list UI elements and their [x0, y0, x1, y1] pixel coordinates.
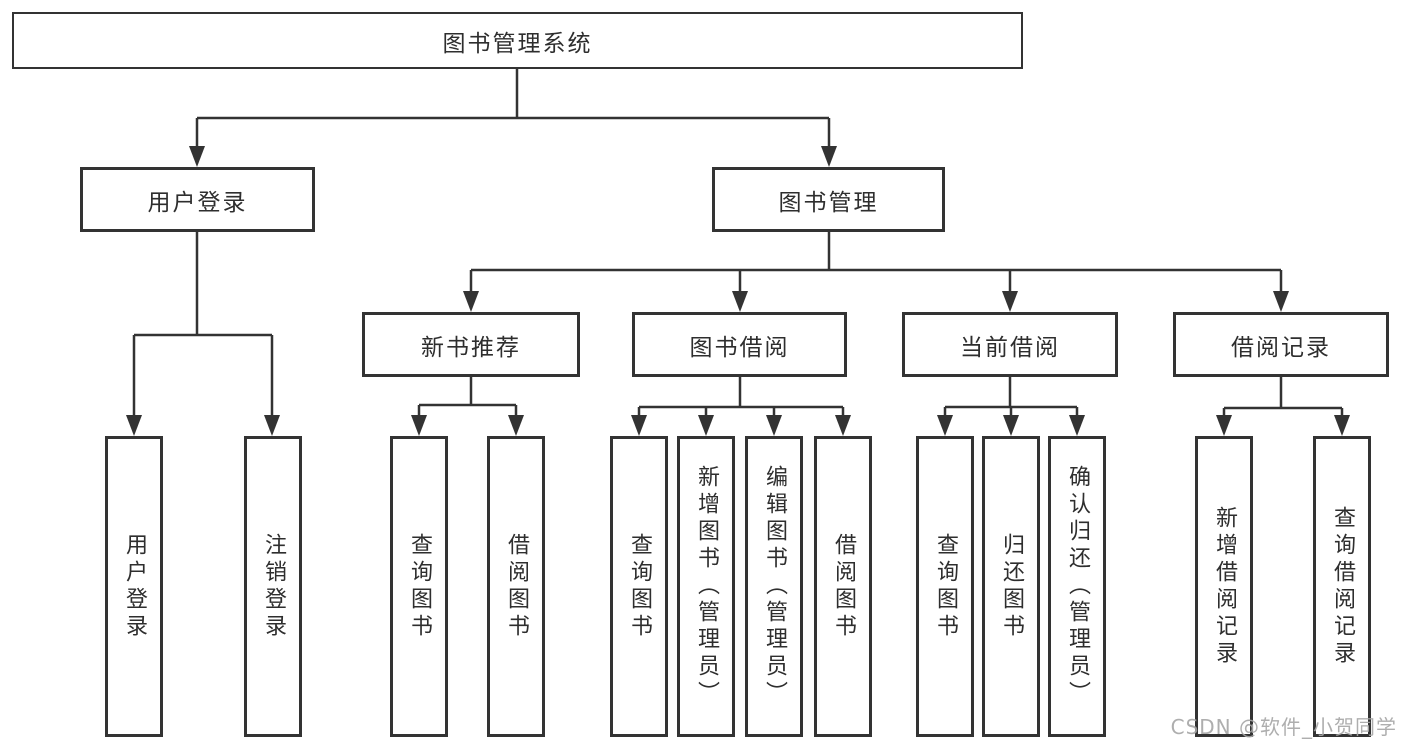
node-new-book-recommend-label: 新书推荐: [421, 334, 521, 361]
node-root-label: 图书管理系统: [442, 30, 593, 57]
leaf-return-book-label: 归还图书: [999, 532, 1024, 641]
node-borrow-record: 借阅记录: [1173, 312, 1389, 377]
node-user-login: 用户登录: [80, 167, 315, 232]
leaf-add-book-admin-label: 新增图书（管理员）: [694, 465, 719, 708]
node-book-borrow-label: 图书借阅: [689, 334, 790, 361]
node-current-borrow: 当前借阅: [902, 312, 1118, 377]
leaf-logout-label: 注销登录: [261, 532, 286, 641]
leaf-confirm-return-admin-label: 确认归还（管理员）: [1065, 465, 1090, 708]
leaf-borrow-book-1-label: 借阅图书: [504, 532, 529, 641]
leaf-edit-book-admin: 编辑图书（管理员）: [745, 436, 803, 737]
node-root: 图书管理系统: [12, 12, 1023, 69]
leaf-query-borrow-record: 查询借阅记录: [1313, 436, 1371, 737]
leaf-borrow-book-2-label: 借阅图书: [831, 532, 856, 641]
leaf-edit-book-admin-label: 编辑图书（管理员）: [762, 465, 787, 708]
leaf-add-borrow-record: 新增借阅记录: [1195, 436, 1253, 737]
leaf-borrow-book-2: 借阅图书: [814, 436, 872, 737]
csdn-watermark: CSDN @软件_小贺同学: [1170, 715, 1397, 739]
node-book-management: 图书管理: [712, 167, 945, 232]
leaf-query-book-2-label: 查询图书: [627, 532, 652, 641]
node-current-borrow-label: 当前借阅: [960, 334, 1060, 361]
node-book-management-label: 图书管理: [778, 189, 879, 216]
leaf-user-login-label: 用户登录: [122, 532, 147, 641]
leaf-logout: 注销登录: [244, 436, 302, 737]
leaf-confirm-return-admin: 确认归还（管理员）: [1048, 436, 1106, 737]
leaf-return-book: 归还图书: [982, 436, 1040, 737]
node-user-login-label: 用户登录: [147, 189, 248, 216]
leaf-query-book-3: 查询图书: [916, 436, 974, 737]
leaf-borrow-book-1: 借阅图书: [487, 436, 545, 737]
leaf-add-book-admin: 新增图书（管理员）: [677, 436, 735, 737]
leaf-query-book-2: 查询图书: [610, 436, 668, 737]
leaf-add-borrow-record-label: 新增借阅记录: [1212, 505, 1237, 668]
leaf-query-borrow-record-label: 查询借阅记录: [1330, 505, 1355, 668]
node-new-book-recommend: 新书推荐: [362, 312, 580, 377]
node-book-borrow: 图书借阅: [632, 312, 847, 377]
leaf-query-book-1-label: 查询图书: [407, 532, 432, 641]
leaf-user-login: 用户登录: [105, 436, 163, 737]
leaf-query-book-3-label: 查询图书: [933, 532, 958, 641]
node-borrow-record-label: 借阅记录: [1231, 334, 1331, 361]
leaf-query-book-1: 查询图书: [390, 436, 448, 737]
